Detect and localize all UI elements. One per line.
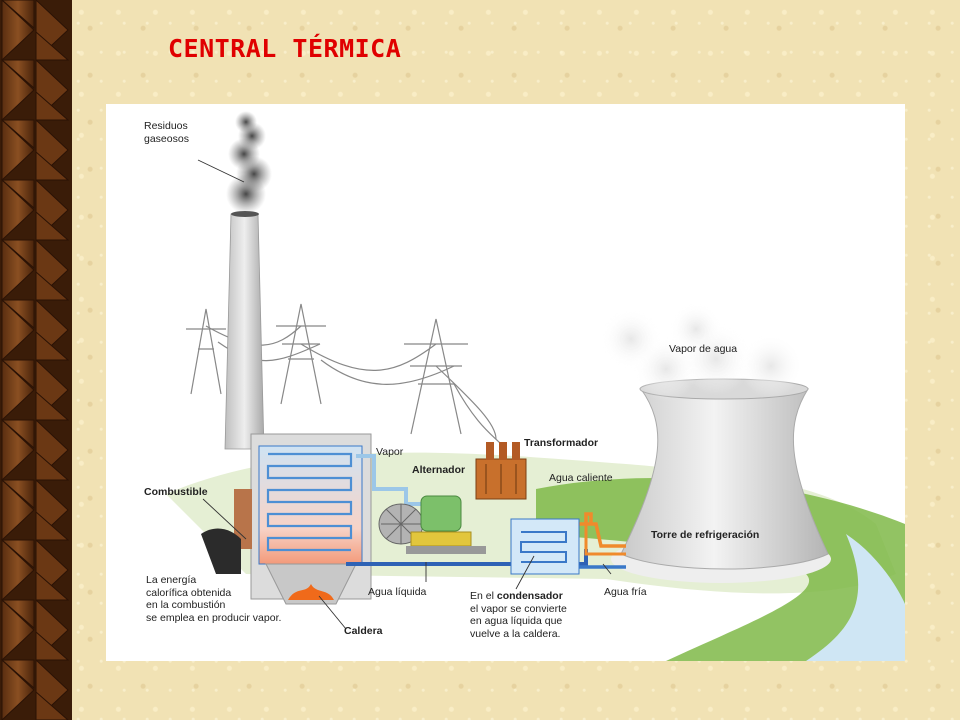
wood-tile [35,30,70,61]
orange-return [584,524,626,556]
alternator [420,495,462,532]
label-alternador: Alternador [412,464,466,476]
wood-tile [1,58,35,122]
label-vapor: Vapor [376,446,404,458]
wood-tile [35,330,70,361]
cooling-tower [620,388,829,570]
steam-pipe [356,454,431,506]
label-condensador: En el condensador el vapor se convierte … [470,590,567,640]
wood-tile [1,598,35,662]
wood-tile [35,630,70,661]
label-residuos: Residuos gaseosos [144,120,189,145]
wood-tile [35,570,70,601]
chimney [224,213,265,450]
water [806,534,905,661]
power-plant-diagram [166,111,905,661]
label-transformador: Transformador [524,437,599,449]
wood-tile [1,538,35,602]
wood-tile [35,90,70,121]
wood-tile [35,690,69,720]
wood-tile [1,418,35,482]
wood-tile [0,239,35,270]
wood-tile [1,178,35,242]
wood-tile [0,359,35,390]
wood-tile [1,478,35,542]
condenser [510,518,580,575]
callout-lines [197,159,612,630]
label-torre: Torre de refrigeración [651,529,760,541]
wood-tile [1,238,35,302]
wood-tile [0,119,35,150]
wood-tile [0,539,35,570]
steam [601,303,803,401]
label-energia: La energía calorífica obtenida en la com… [146,574,282,624]
label-agua-caliente: Agua caliente [549,472,613,484]
wood-tile [1,658,35,720]
diagram-panel: Residuos gaseosos Vapor Alternador Trans… [106,104,905,661]
wood-tile [1,0,35,62]
wood-tile [35,510,70,541]
wood-tile [35,270,70,301]
wood-tile [0,179,35,210]
wood-tile [1,0,35,30]
label-caldera: Caldera [344,625,383,637]
wood-tile [35,210,70,241]
wood-tile [0,59,35,90]
wood-tile [1,118,35,182]
wood-tile [0,599,35,630]
page-title: CENTRAL TÉRMICA [168,34,402,63]
wood-tile [35,390,70,421]
label-vapor-agua: Vapor de agua [669,343,738,355]
fuel-pile [201,528,241,574]
wood-tile [1,358,35,422]
fire [288,584,334,600]
wood-border [0,0,72,720]
wood-tile [0,419,35,450]
label-agua-fria: Agua fría [604,586,647,598]
wood-tile [1,298,35,362]
smoke [226,111,272,214]
wood-tile [0,479,35,510]
label-agua-liquida: Agua líquida [368,586,427,598]
wood-tile [35,150,70,181]
wood-tile [0,659,35,690]
label-combustible: Combustible [144,486,208,498]
boiler-coils [266,452,353,552]
wood-tile [35,450,70,481]
wood-tile [0,299,35,330]
